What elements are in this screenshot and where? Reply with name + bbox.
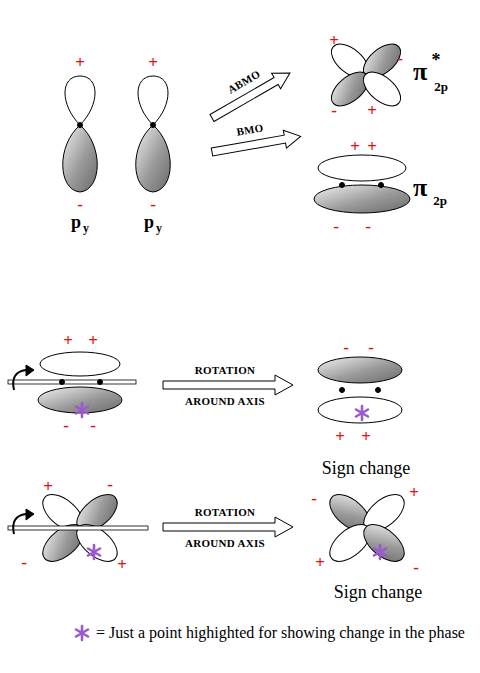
phase-sign: +	[88, 332, 98, 349]
phase-sign: +	[117, 556, 127, 573]
orbital-symbol: π	[413, 175, 427, 201]
arrow-label: BMO	[236, 122, 265, 138]
phase-sign: -	[311, 490, 317, 507]
phase-sign: +	[43, 478, 53, 495]
orbital-subscript: y	[156, 222, 162, 234]
phase-sign: +	[75, 54, 85, 71]
phase-sign: +	[329, 32, 339, 49]
arrow-label: AROUND AXIS	[185, 538, 265, 549]
orbital-star: *	[432, 51, 441, 69]
phase-sign: -	[368, 339, 374, 356]
phase-sign: -	[107, 476, 113, 493]
phase-sign: -	[21, 554, 27, 571]
phase-sign: +	[148, 54, 158, 71]
arrow-label: AROUND AXIS	[185, 396, 265, 407]
orbital-name: p	[144, 213, 154, 231]
orbital-symbol: π	[413, 59, 427, 85]
orbital-name: p	[71, 213, 81, 231]
phase-sign: -	[343, 339, 349, 356]
phase-sign: -	[331, 102, 337, 119]
phase-sign: +	[63, 332, 73, 349]
legend-sample	[76, 626, 88, 640]
arrow-label: ROTATION	[195, 507, 256, 518]
phase-sign: +	[335, 428, 345, 445]
phase-sign: +	[409, 484, 419, 501]
phase-sign: -	[333, 218, 339, 235]
phase-sign: -	[365, 218, 371, 235]
arrow-label: ROTATION	[195, 365, 256, 376]
legend-text: = Just a point highighted for showing ch…	[96, 622, 466, 644]
phase-sign: -	[397, 50, 403, 67]
phase-sign: +	[367, 102, 377, 119]
phase-sign: -	[77, 196, 83, 213]
orbital-subscript: y	[83, 222, 89, 234]
sign-change-note: Sign change	[334, 583, 422, 601]
sign-change-note: Sign change	[322, 459, 410, 477]
phase-sign: -	[413, 559, 419, 576]
orbital-subscript: 2p	[434, 80, 448, 93]
orbital-subscript: 2p	[433, 194, 447, 207]
phase-sign: -	[90, 417, 96, 434]
phase-sign: +	[367, 138, 377, 155]
phase-sign: +	[315, 554, 325, 571]
phase-sign: -	[150, 196, 156, 213]
phase-sign: +	[350, 138, 360, 155]
phase-sign: +	[361, 428, 371, 445]
phase-sign: -	[63, 417, 69, 434]
